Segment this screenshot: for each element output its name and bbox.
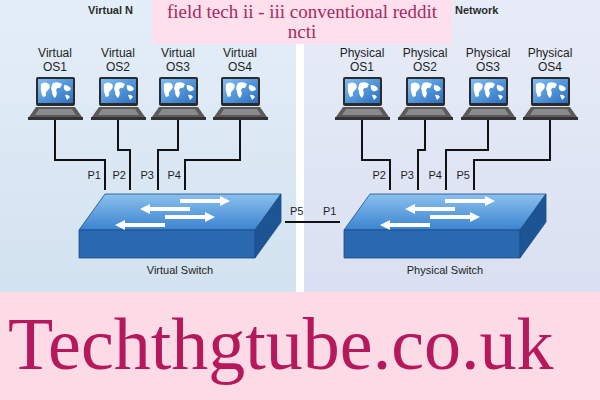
laptop-shape xyxy=(151,77,206,120)
network-cable xyxy=(418,120,425,190)
os-label: Physical OS2 xyxy=(395,46,455,74)
port-label: P3 xyxy=(140,169,155,182)
os-label: Physical OS4 xyxy=(520,46,580,74)
os-node: Physical OS2 xyxy=(395,46,455,120)
laptop-icon xyxy=(213,76,268,120)
switch-shape xyxy=(79,194,281,258)
os-label: Virtual OS1 xyxy=(25,46,85,74)
network-cable xyxy=(474,120,550,190)
os-node: Virtual OS4 xyxy=(210,46,270,120)
port-label: P1 xyxy=(87,169,102,182)
port-label: P3 xyxy=(400,169,415,182)
os-node: Physical OS3 xyxy=(458,46,518,120)
switch-node: Virtual Switch xyxy=(75,190,285,277)
os-node: Virtual OS3 xyxy=(148,46,208,120)
network-cable xyxy=(446,120,488,190)
os-label: Virtual OS4 xyxy=(210,46,270,74)
port-label: P5 xyxy=(456,169,471,182)
panel-heading: Network xyxy=(455,4,498,17)
laptop-icon xyxy=(28,76,83,120)
banner-band xyxy=(0,292,600,400)
laptop-shape xyxy=(398,77,453,120)
laptop-shape xyxy=(91,77,146,120)
network-cable xyxy=(185,120,240,190)
os-node: Virtual OS2 xyxy=(88,46,148,120)
os-node: Virtual OS1 xyxy=(25,46,85,120)
physical-panel-ground xyxy=(304,0,600,292)
os-label: Virtual OS2 xyxy=(88,46,148,74)
laptop-shape xyxy=(523,77,578,120)
port-label: P4 xyxy=(167,169,182,182)
os-label: Virtual OS3 xyxy=(148,46,208,74)
port-label: P1 xyxy=(322,205,337,218)
network-cable xyxy=(158,120,178,190)
os-node: Physical OS4 xyxy=(520,46,580,120)
port-label: P4 xyxy=(428,169,443,182)
laptop-icon xyxy=(335,76,390,120)
switch-icon xyxy=(75,190,285,262)
laptop-icon xyxy=(523,76,578,120)
laptop-icon xyxy=(151,76,206,120)
switch-shape xyxy=(344,194,546,258)
switch-label: Virtual Switch xyxy=(75,264,285,277)
switch-icon xyxy=(340,190,550,262)
laptop-icon xyxy=(461,76,516,120)
laptop-icon xyxy=(91,76,146,120)
network-cable xyxy=(55,120,105,190)
switch-node: Physical Switch xyxy=(340,190,550,277)
watermark-note: field tech ii - iii conventional reddit … xyxy=(152,0,452,44)
port-label: P2 xyxy=(372,169,387,182)
os-label: Physical OS1 xyxy=(332,46,392,74)
network-panel: Virtual NVirtual OS1Virtual OS2Virtual O… xyxy=(0,0,296,292)
network-cable xyxy=(285,221,340,223)
laptop-shape xyxy=(213,77,268,120)
switch-label: Physical Switch xyxy=(340,264,550,277)
virtual-panel-ground xyxy=(0,0,296,292)
port-label: P5 xyxy=(289,205,304,218)
laptop-icon xyxy=(398,76,453,120)
panel-heading: Virtual N xyxy=(88,4,133,17)
laptop-shape xyxy=(335,77,390,120)
laptop-shape xyxy=(28,77,83,120)
network-cable xyxy=(362,120,390,190)
os-label: Physical OS3 xyxy=(458,46,518,74)
laptop-shape xyxy=(461,77,516,120)
port-label: P2 xyxy=(112,169,127,182)
os-node: Physical OS1 xyxy=(332,46,392,120)
network-panel: NetworkPhysical OS1Physical OS2Physical … xyxy=(304,0,600,292)
network-cable xyxy=(118,120,130,190)
